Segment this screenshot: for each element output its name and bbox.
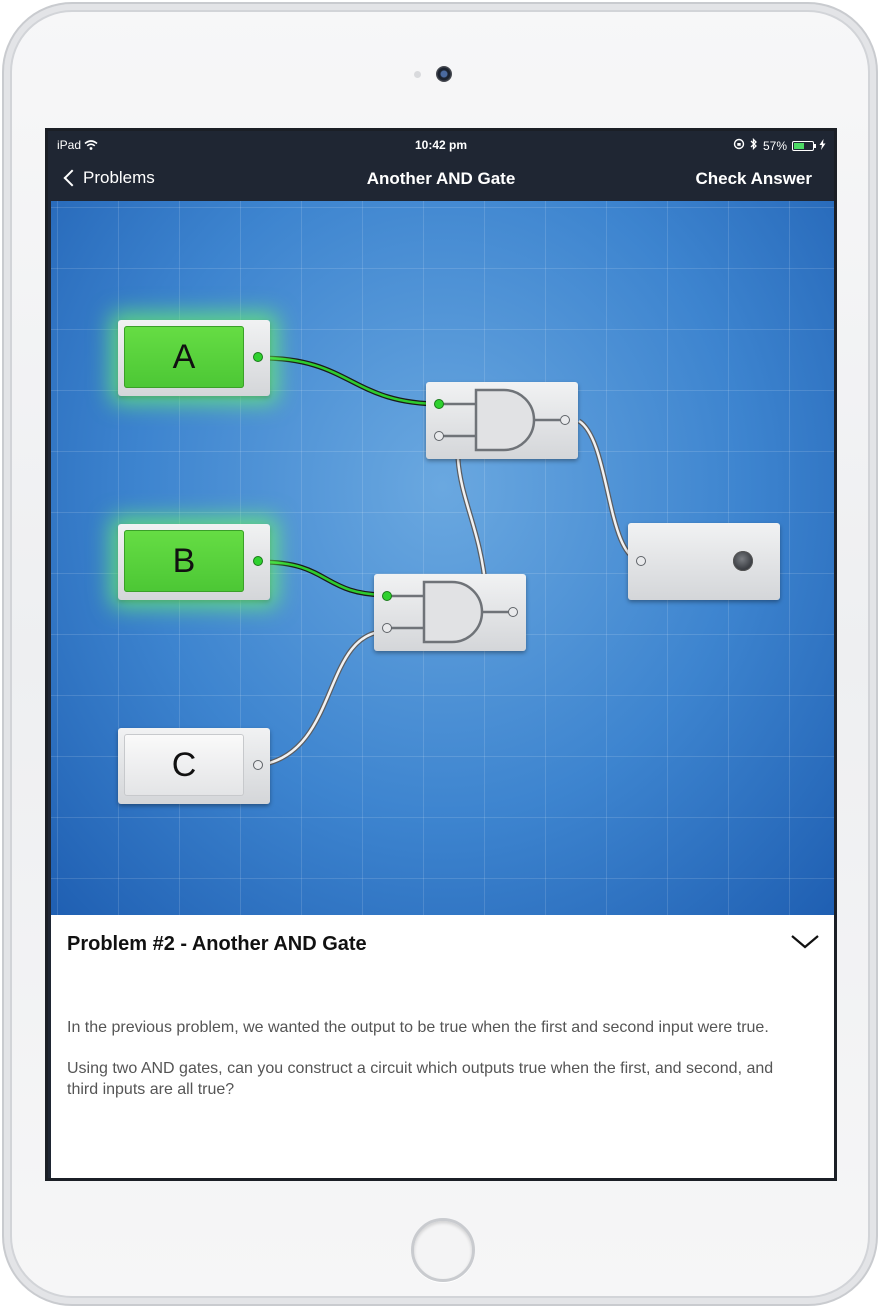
rotation-lock-icon <box>733 138 745 153</box>
charging-bolt-icon <box>819 138 826 153</box>
page-title: Another AND Gate <box>366 169 516 188</box>
problem-description: In the previous problem, we wanted the o… <box>67 1017 787 1120</box>
input-switch-c[interactable]: C <box>118 728 270 804</box>
collapse-button[interactable] <box>790 929 820 953</box>
and-gate-icon <box>443 388 560 452</box>
back-label: Problems <box>83 168 155 187</box>
input-key-b[interactable]: B <box>124 530 244 592</box>
wifi-icon <box>84 138 98 152</box>
chevron-down-icon <box>791 935 819 949</box>
status-left: iPad <box>57 138 98 152</box>
wire-c-to-gate2 <box>260 628 389 768</box>
and-gate-2[interactable] <box>374 574 526 651</box>
problem-paragraph-1: In the previous problem, we wanted the o… <box>67 1019 769 1036</box>
screen: iPad 10:42 pm 57% <box>45 128 837 1181</box>
wire-a-to-gate1 <box>260 355 442 407</box>
problem-title: Problem #2 - Another AND Gate <box>67 933 367 955</box>
battery-percent: 57% <box>762 138 787 153</box>
lamp-icon <box>733 551 753 571</box>
output-port-c[interactable] <box>253 760 263 770</box>
and-gate-1[interactable] <box>426 382 578 459</box>
output-port-b[interactable] <box>253 556 263 566</box>
status-right: 57% <box>733 137 826 153</box>
circuit-canvas[interactable]: A B C <box>51 201 834 915</box>
problem-paragraph-2: Using two AND gates, can you construct a… <box>67 1060 774 1098</box>
output-port-a[interactable] <box>253 352 263 362</box>
output-lamp-node[interactable] <box>628 523 780 600</box>
check-answer-button[interactable]: Check Answer <box>695 169 812 188</box>
front-camera <box>436 66 452 82</box>
home-button[interactable] <box>411 1218 475 1282</box>
status-bar: iPad 10:42 pm 57% <box>48 131 834 159</box>
gate1-input-port-2[interactable] <box>434 431 444 441</box>
input-switch-b[interactable]: B <box>118 524 270 600</box>
input-switch-a[interactable]: A <box>118 320 270 396</box>
gate2-output-port[interactable] <box>508 607 518 617</box>
bluetooth-icon <box>750 137 758 153</box>
gate2-input-port-2[interactable] <box>382 623 392 633</box>
battery-fill <box>794 142 805 149</box>
gate1-output-port[interactable] <box>560 415 570 425</box>
wire-b-to-gate2 <box>260 559 389 598</box>
battery-icon <box>792 140 816 151</box>
gate2-input-port-1[interactable] <box>382 591 392 601</box>
device-name: iPad <box>57 138 82 152</box>
wire-gate2-to-gate1 <box>455 458 489 592</box>
output-input-port[interactable] <box>636 556 646 566</box>
clock: 10:42 pm <box>414 138 468 152</box>
input-key-a[interactable]: A <box>124 326 244 388</box>
and-gate-icon <box>391 580 508 644</box>
gate1-input-port-1[interactable] <box>434 399 444 409</box>
navigation-bar: Problems Another AND Gate Check Answer <box>48 159 834 199</box>
back-button[interactable]: Problems <box>62 168 155 188</box>
input-key-c[interactable]: C <box>124 734 244 796</box>
problem-panel: Problem #2 - Another AND Gate In the pre… <box>51 915 834 1178</box>
light-sensor <box>414 71 421 78</box>
